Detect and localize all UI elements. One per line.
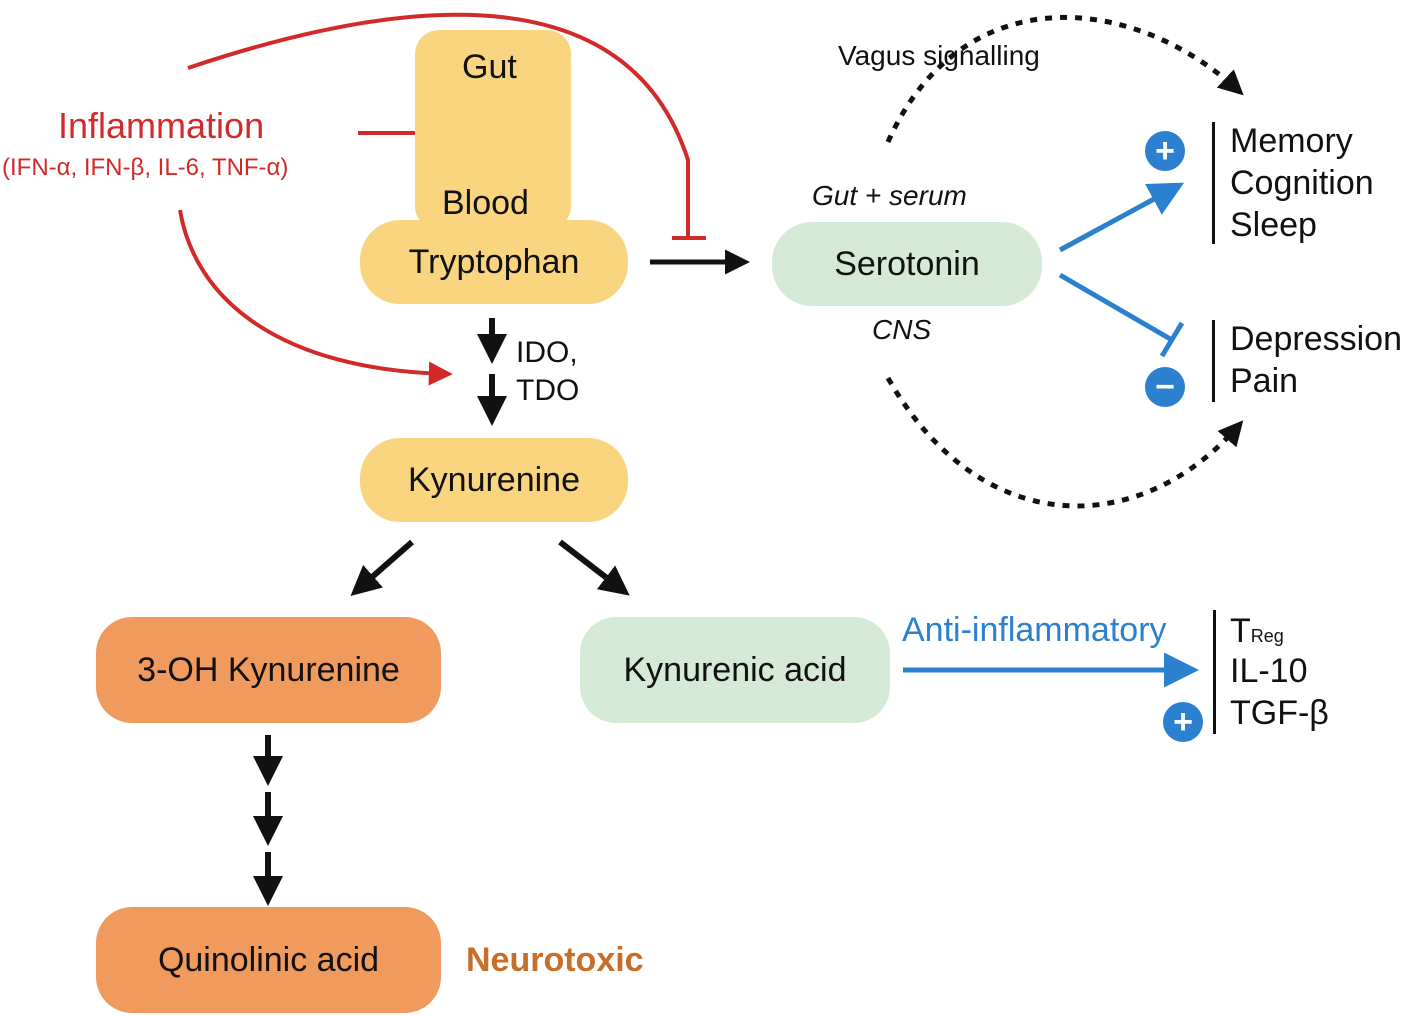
inflammation-activate-ido-arrow xyxy=(178,209,453,386)
quinolinic-acid-node: Quinolinic acid xyxy=(96,907,441,1013)
plus-circle-icon: + xyxy=(1163,702,1203,742)
treg-label: TReg xyxy=(1230,614,1284,648)
tgf-beta-label: TGF-β xyxy=(1230,694,1329,732)
serotonin-gut-serum-label: Gut + serum xyxy=(812,180,967,211)
inhibit-bar-negative xyxy=(1159,321,1185,358)
plus-circle-icon: + xyxy=(1145,131,1185,171)
treg-main: T xyxy=(1230,612,1251,650)
enzyme-tdo: TDO xyxy=(516,374,580,407)
enzyme-ido: IDO, xyxy=(516,336,578,369)
serotonin-node: Serotonin xyxy=(772,222,1042,306)
gut-label: Gut xyxy=(462,48,517,86)
neurotoxic-label: Neurotoxic xyxy=(466,941,644,979)
tryptophan-label: Tryptophan xyxy=(408,242,580,281)
anti-inflammatory-bracket xyxy=(1213,610,1216,734)
kynurenine-label: Kynurenine xyxy=(407,460,580,499)
negative-effects-bracket xyxy=(1212,320,1215,402)
serotonin-negative-line xyxy=(1058,272,1174,343)
effect-memory: Memory xyxy=(1230,122,1353,160)
inflammation-inhibit-serotonin-arc xyxy=(187,12,690,236)
vagus-signalling-label: Vagus signalling xyxy=(838,40,1040,71)
blood-label: Blood xyxy=(442,184,529,222)
kynurenic-acid-node: Kynurenic acid xyxy=(580,617,890,723)
oh-kynurenine-label: 3-OH Kynurenine xyxy=(137,650,400,689)
kynurenine-to-ohk-arrow xyxy=(350,539,414,596)
tryptophan-node: Tryptophan xyxy=(360,220,628,304)
inflammation-title: Inflammation xyxy=(58,105,265,146)
effect-depression: Depression xyxy=(1230,320,1402,358)
effect-sleep: Sleep xyxy=(1230,206,1317,244)
kynurenine-to-kacid-arrow xyxy=(558,539,630,596)
effect-pain: Pain xyxy=(1230,362,1299,400)
effect-cognition: Cognition xyxy=(1230,164,1374,202)
gut-blood-box xyxy=(415,30,571,230)
serotonin-cns-label: CNS xyxy=(872,314,932,345)
inflammation-cytokines: (IFN-α, IFN-β, IL-6, TNF-α) xyxy=(2,154,289,181)
treg-subscript: Reg xyxy=(1250,626,1284,646)
oh-kynurenine-node: 3-OH Kynurenine xyxy=(96,617,441,723)
vagus-arc-top xyxy=(885,15,1244,144)
quinolinic-acid-label: Quinolinic acid xyxy=(157,940,380,979)
serotonin-label: Serotonin xyxy=(834,244,980,283)
kynurenic-acid-label: Kynurenic acid xyxy=(623,650,847,689)
minus-circle-icon: − xyxy=(1145,367,1185,407)
serotonin-positive-arrow xyxy=(1058,182,1185,253)
positive-effects-bracket xyxy=(1212,122,1215,244)
anti-inflammatory-label: Anti-inflammatory xyxy=(902,611,1167,649)
vagus-arc-bottom xyxy=(885,376,1244,509)
il10-label: IL-10 xyxy=(1230,652,1308,690)
kynurenine-node: Kynurenine xyxy=(360,438,628,522)
